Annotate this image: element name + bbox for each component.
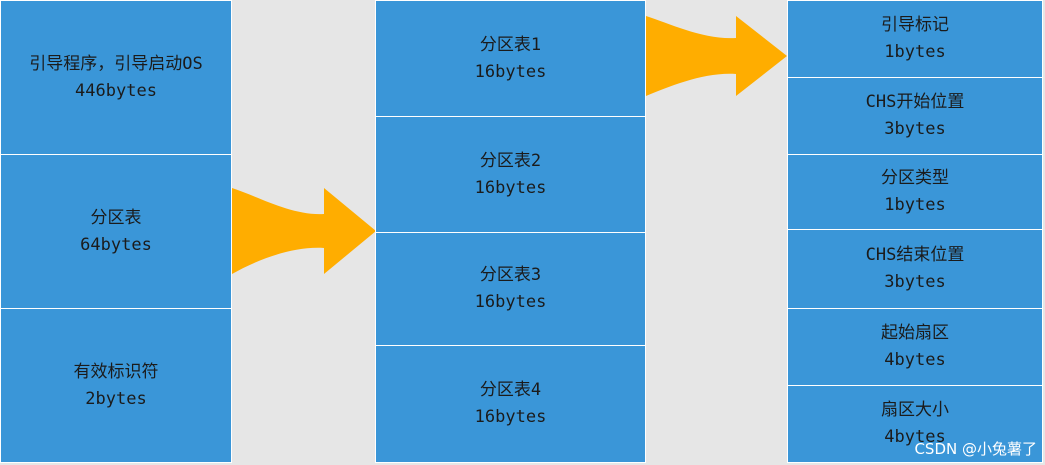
mbr-column: 引导程序，引导启动OS 446bytes 分区表 64bytes 有效标识符 2… <box>0 0 232 463</box>
partition-entry-1-size: 16bytes <box>474 61 547 82</box>
partition-entry-1-block: 分区表1 16bytes <box>375 0 646 117</box>
partition-entry-4-label: 分区表4 <box>479 380 542 400</box>
boot-flag-size: 1bytes <box>884 42 946 62</box>
partition-table-block: 分区表 64bytes <box>0 154 232 309</box>
signature-label: 有效标识符 <box>73 361 159 382</box>
boot-code-size: 446bytes <box>75 80 157 101</box>
sector-count-block: 扇区大小 4bytes <box>787 385 1043 463</box>
partition-entry-2-block: 分区表2 16bytes <box>375 116 646 233</box>
partition-entry-3-block: 分区表3 16bytes <box>375 232 646 346</box>
chs-end-block: CHS结束位置 3bytes <box>787 229 1043 309</box>
partition-type-size: 1bytes <box>884 195 946 215</box>
start-sector-label: 起始扇区 <box>881 323 949 343</box>
partition-table-column: 分区表1 16bytes 分区表2 16bytes 分区表3 16bytes 分… <box>375 0 646 463</box>
partition-entry-1-label: 分区表1 <box>479 34 542 55</box>
partition-entry-3-label: 分区表3 <box>479 265 542 285</box>
chs-start-size: 3bytes <box>884 119 946 139</box>
partition-entry-2-label: 分区表2 <box>479 150 542 171</box>
partition-table-size: 64bytes <box>80 234 152 255</box>
arrow-right-icon <box>232 188 376 274</box>
chs-start-label: CHS开始位置 <box>865 92 965 112</box>
chs-end-size: 3bytes <box>884 272 946 292</box>
arrow-right-icon <box>646 16 787 96</box>
partition-type-block: 分区类型 1bytes <box>787 154 1043 230</box>
boot-code-block: 引导程序，引导启动OS 446bytes <box>0 0 232 155</box>
chs-end-label: CHS结束位置 <box>865 245 965 265</box>
boot-flag-label: 引导标记 <box>881 15 949 35</box>
boot-code-label: 引导程序，引导启动OS <box>29 53 203 74</box>
partition-table-label: 分区表 <box>90 207 142 228</box>
boot-flag-block: 引导标记 1bytes <box>787 0 1043 78</box>
watermark: CSDN @小兔薯了 <box>914 440 1037 458</box>
partition-entry-4-size: 16bytes <box>474 407 547 427</box>
start-sector-size: 4bytes <box>884 350 946 370</box>
partition-entry-column: 引导标记 1bytes CHS开始位置 3bytes 分区类型 1bytes C… <box>787 0 1043 463</box>
signature-size: 2bytes <box>85 388 147 409</box>
sector-count-label: 扇区大小 <box>881 400 949 420</box>
partition-entry-2-size: 16bytes <box>474 177 547 198</box>
start-sector-block: 起始扇区 4bytes <box>787 308 1043 386</box>
signature-block: 有效标识符 2bytes <box>0 308 232 463</box>
chs-start-block: CHS开始位置 3bytes <box>787 77 1043 155</box>
partition-entry-3-size: 16bytes <box>474 292 547 312</box>
sector-count-size: 4bytes <box>884 427 946 447</box>
partition-entry-4-block: 分区表4 16bytes <box>375 345 646 463</box>
partition-type-label: 分区类型 <box>881 168 949 188</box>
